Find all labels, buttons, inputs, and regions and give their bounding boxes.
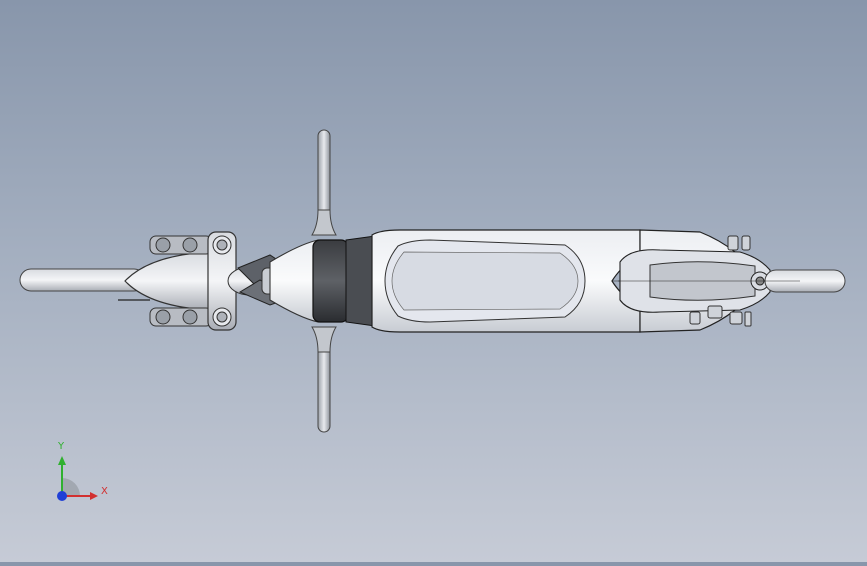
front-nose-cone (124, 251, 211, 311)
handlebar (311, 129, 337, 433)
y-axis-label: Y (58, 441, 65, 452)
coordinate-triad: X Y (40, 438, 120, 518)
deck-inner-panel (391, 251, 579, 311)
z-axis-dot (57, 491, 67, 501)
triad-plane-indicator (62, 478, 80, 496)
steering-collar (312, 239, 349, 323)
rear-hardware (689, 235, 752, 327)
x-axis-label: X (101, 486, 108, 497)
front-fork-assembly (149, 231, 237, 331)
stem-housing (269, 239, 319, 323)
